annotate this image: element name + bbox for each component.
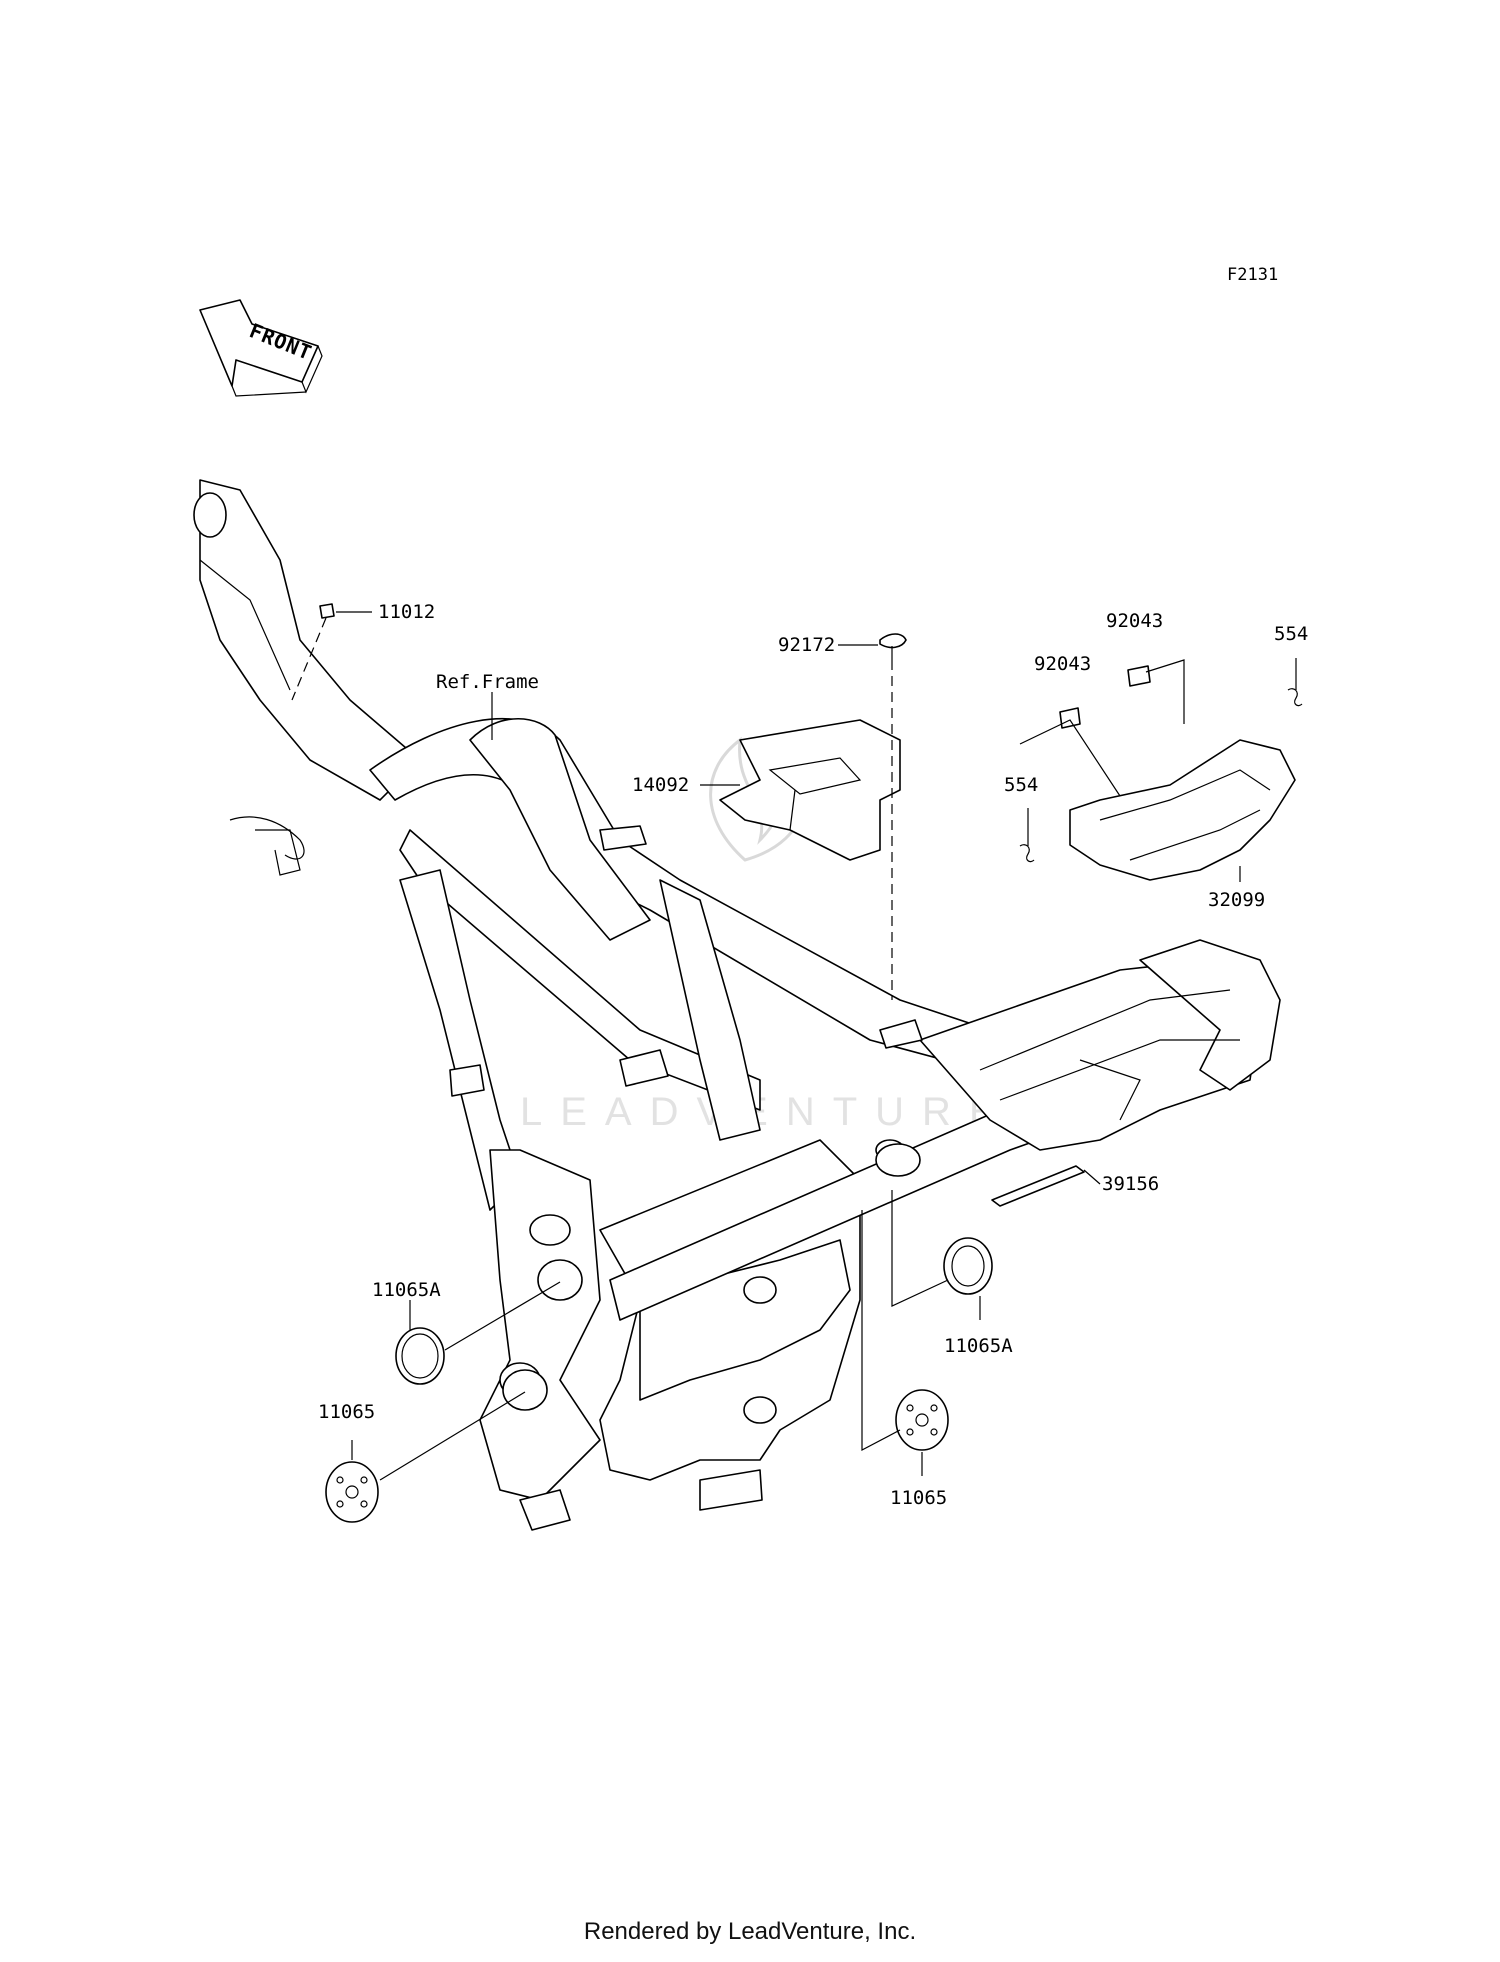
clip-554-lower	[1019, 844, 1035, 863]
clip-554-upper	[1287, 688, 1303, 707]
part-label-554-lower[interactable]: 554	[1004, 774, 1038, 796]
grommet-11065a-right	[943, 1237, 993, 1295]
battery-case-14092	[719, 719, 901, 861]
diagram-code: F2131	[1227, 265, 1278, 285]
part-label-32099[interactable]: 32099	[1208, 889, 1265, 911]
part-label-92172[interactable]: 92172	[778, 634, 835, 656]
footer-credit: Rendered by LeadVenture, Inc.	[583, 1918, 917, 1945]
part-label-14092[interactable]: 14092	[632, 774, 689, 796]
part-label-554-upper[interactable]: 554	[1274, 623, 1308, 645]
frame-assembly	[193, 479, 1281, 1531]
leader-lines	[291, 611, 1297, 1481]
part-label-11065-right[interactable]: 11065	[890, 1487, 947, 1509]
watermark-text: LEADVENTURE	[520, 1090, 1014, 1134]
part-label-92043-upper[interactable]: 92043	[1106, 610, 1163, 632]
strip-39156	[991, 1165, 1085, 1207]
grommet-11065a-left	[395, 1327, 445, 1385]
part-label-11012[interactable]: 11012	[378, 601, 435, 623]
pin-92043-lower	[1059, 707, 1081, 729]
cap-11065-right	[895, 1389, 949, 1451]
cover-32099	[1069, 739, 1296, 881]
part-label-11065a-right[interactable]: 11065A	[944, 1335, 1013, 1357]
cap-11065-left	[325, 1461, 379, 1523]
part-label-39156[interactable]: 39156	[1102, 1173, 1159, 1195]
part-label-92043-lower[interactable]: 92043	[1034, 653, 1091, 675]
pin-92043-upper	[1127, 665, 1151, 687]
part-label-11065-left[interactable]: 11065	[318, 1401, 375, 1423]
reference-frame-label: Ref.Frame	[436, 671, 539, 693]
part-label-11065a-left[interactable]: 11065A	[372, 1279, 441, 1301]
front-arrow-icon: FRONT	[199, 299, 323, 397]
screw-92172	[879, 633, 907, 660]
cap-11012	[319, 603, 335, 619]
